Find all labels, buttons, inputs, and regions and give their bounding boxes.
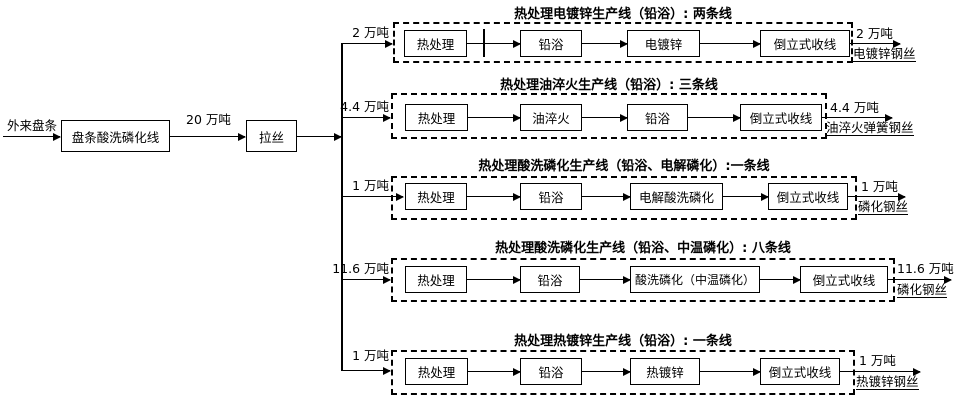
r1-output-arrow: [850, 39, 901, 48]
r1-output-product: 电镀锌钢丝: [853, 46, 916, 62]
r3-arrow-2: [582, 192, 631, 201]
line-title-4: 热处理酸洗磷化生产线（铅浴、中温磷化）: 八条线: [495, 241, 791, 256]
process-box-r3-lead-bath: 铅浴: [520, 183, 582, 210]
process-box-r4-heat-treatment: 热处理: [405, 266, 467, 293]
line-group-box-3: [391, 176, 857, 220]
r2-arrow-2: [582, 113, 628, 122]
r5-arrow-3: [700, 367, 761, 376]
r4-arrow-3: [760, 275, 801, 284]
chain-arrow-2: [297, 132, 342, 141]
r3-output-arrow: [848, 192, 906, 201]
r5-output-tonnage: 1 万吨: [859, 353, 896, 368]
r1-arrow-1: [467, 39, 521, 48]
r5-arrow-1: [468, 367, 521, 376]
process-box-r3-heat-treatment: 热处理: [405, 183, 467, 210]
line-group-box-5: [391, 350, 855, 395]
r1-arrow-3: [700, 39, 761, 48]
r4-output-tonnage: 11.6 万吨: [897, 261, 954, 276]
process-box-r2-lead-bath: 铅浴: [627, 104, 688, 131]
process-box-pickling-line: 盘条酸洗磷化线: [61, 120, 170, 152]
branch-arrow-2: [342, 113, 391, 122]
source-arrow: [3, 132, 61, 141]
r1-output-tonnage: 2 万吨: [856, 26, 893, 41]
r5-output-product: 热镀锌钢丝: [856, 374, 919, 390]
branch-arrow-1: [342, 39, 393, 48]
branch-trunk-line: [341, 43, 343, 371]
r3-output-product: 磷化钢丝: [858, 199, 909, 215]
branch-tonnage-3: 1 万吨: [352, 178, 389, 193]
r5-arrow-2: [582, 367, 631, 376]
process-box-r3-electro-pickle-phosphate: 电解酸洗磷化: [630, 183, 723, 210]
branch-tonnage-5: 1 万吨: [352, 348, 389, 363]
r4-output-arrow: [888, 275, 952, 284]
line-group-box-1: [393, 22, 853, 63]
process-box-r1-inverted-takeup: 倒立式收线: [760, 30, 850, 57]
branch-arrow-4: [342, 275, 391, 284]
r2-arrow-3: [688, 113, 741, 122]
line-title-2: 热处理油淬火生产线（铅浴）: 三条线: [500, 78, 718, 93]
r2-output-arrow: [822, 113, 893, 122]
r4-output-product: 磷化钢丝: [897, 282, 948, 298]
chain-arrow-1: [170, 132, 246, 141]
process-box-r2-heat-treatment: 热处理: [405, 104, 468, 131]
r4-arrow-2: [580, 275, 631, 284]
process-box-r1-lead-bath: 铅浴: [520, 30, 582, 57]
branch-arrow-5: [342, 366, 391, 375]
line-title-1: 热处理电镀锌生产线（铅浴）: 两条线: [514, 7, 732, 22]
line-group-box-4: [391, 258, 895, 302]
process-box-r4-inverted-takeup: 倒立式收线: [800, 266, 888, 293]
process-box-r5-lead-bath: 铅浴: [520, 358, 582, 385]
r5-output-arrow: [840, 367, 921, 376]
r1-arrow-2: [582, 39, 628, 48]
branch-tonnage-4: 11.6 万吨: [332, 261, 389, 276]
r1-tick-mark: [483, 29, 485, 57]
process-box-r4-lead-bath: 铅浴: [520, 266, 580, 293]
source-label: 外来盘条: [7, 118, 58, 133]
process-box-r5-hot-dip-galvanize: 热镀锌: [630, 358, 700, 385]
r3-arrow-3: [723, 192, 769, 201]
r4-arrow-1: [467, 275, 521, 284]
process-box-r4-pickle-phosphate-midtemp: 酸洗磷化（中温磷化）: [630, 266, 760, 293]
line-title-5: 热处理热镀锌生产线（铅浴）: 一条线: [514, 334, 732, 349]
r3-arrow-1: [467, 192, 521, 201]
r2-output-tonnage: 4.4 万吨: [830, 100, 879, 115]
process-box-wire-drawing: 拉丝: [246, 120, 297, 152]
r2-arrow-1: [468, 113, 521, 122]
r2-output-product: 油淬火弹簧钢丝: [826, 120, 914, 136]
process-box-r1-heat-treatment: 热处理: [404, 30, 467, 57]
process-box-r5-inverted-takeup: 倒立式收线: [760, 358, 840, 385]
main-tonnage-label: 20 万吨: [186, 112, 231, 127]
line-group-box-2: [391, 93, 827, 139]
process-box-r2-inverted-takeup: 倒立式收线: [740, 104, 822, 131]
process-box-r3-inverted-takeup: 倒立式收线: [768, 183, 848, 210]
branch-tonnage-2: 4.4 万吨: [340, 99, 389, 114]
branch-tonnage-1: 2 万吨: [352, 25, 389, 40]
line-title-3: 热处理酸洗磷化生产线（铅浴、电解磷化）:一条线: [478, 159, 770, 174]
process-box-r2-oil-quench: 油淬火: [520, 104, 582, 131]
branch-arrow-3: [342, 192, 404, 201]
r3-output-tonnage: 1 万吨: [861, 179, 898, 194]
process-box-r1-electro-galvanize: 电镀锌: [627, 30, 700, 57]
process-box-r5-heat-treatment: 热处理: [405, 358, 468, 385]
